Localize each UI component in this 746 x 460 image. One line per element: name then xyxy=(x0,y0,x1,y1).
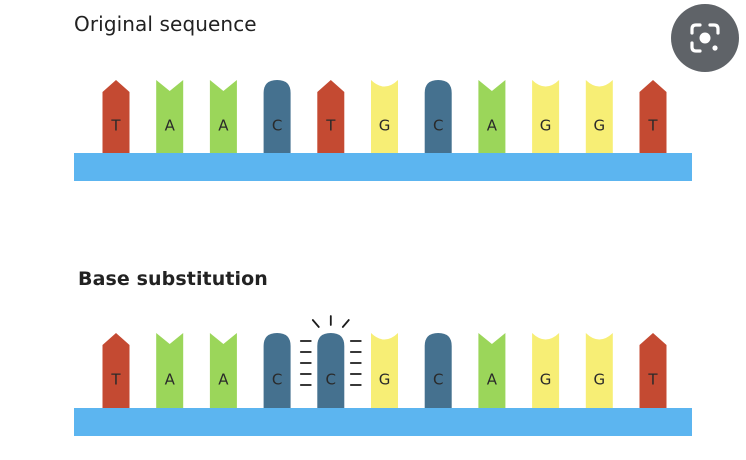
original-base-6 xyxy=(371,80,398,166)
substitution-base-6 xyxy=(371,333,398,421)
original-base-label-7: C xyxy=(433,117,443,135)
original-base-10 xyxy=(585,80,613,166)
original-base-5 xyxy=(317,80,345,166)
substitution-base-label-7: C xyxy=(433,371,443,389)
substitution-backbone xyxy=(74,408,692,436)
original-sequence-title: Original sequence xyxy=(74,12,257,36)
substitution-base-label-8: A xyxy=(487,371,498,389)
burst-ray-3 xyxy=(341,319,350,328)
lens-search-button[interactable] xyxy=(671,4,739,72)
substitution-base-label-6: G xyxy=(379,371,391,389)
original-base-8 xyxy=(478,80,506,166)
original-base-label-8: A xyxy=(487,117,498,135)
substitution-base-7 xyxy=(424,333,452,421)
substitution-base-label-5: C xyxy=(326,371,336,389)
substitution-base-11 xyxy=(639,333,667,421)
original-base-11 xyxy=(639,80,667,166)
substitution-base-2 xyxy=(156,333,184,421)
base-substitution-title: Base substitution xyxy=(78,268,268,290)
original-base-7 xyxy=(424,80,452,166)
substitution-base-3 xyxy=(209,333,237,421)
original-base-label-4: C xyxy=(272,117,282,135)
substitution-base-label-9: G xyxy=(540,371,552,389)
original-base-label-3: A xyxy=(218,117,229,135)
original-base-label-5: T xyxy=(325,117,336,135)
original-base-label-9: G xyxy=(540,117,552,135)
original-base-label-10: G xyxy=(593,117,605,135)
original-base-3 xyxy=(209,80,237,166)
substitution-base-label-11: T xyxy=(647,371,658,389)
substitution-base-4 xyxy=(263,333,291,421)
original-base-label-1: T xyxy=(110,117,121,135)
burst-ray-1 xyxy=(311,319,320,328)
substitution-base-10 xyxy=(585,333,613,421)
original-base-label-6: G xyxy=(379,117,391,135)
substitution-base-5 xyxy=(317,333,345,421)
original-base-9 xyxy=(532,80,560,166)
substitution-base-1 xyxy=(102,333,130,421)
substitution-base-label-1: T xyxy=(110,371,121,389)
substitution-base-label-3: A xyxy=(218,371,229,389)
original-base-label-2: A xyxy=(165,117,176,135)
original-base-4 xyxy=(263,80,291,166)
original-base-1 xyxy=(102,80,130,166)
substitution-base-label-2: A xyxy=(165,371,176,389)
substitution-base-9 xyxy=(532,333,560,421)
google-lens-icon xyxy=(690,23,720,53)
original-base-2 xyxy=(156,80,184,166)
substitution-base-label-4: C xyxy=(272,371,282,389)
substitution-base-8 xyxy=(478,333,506,421)
substitution-highlight-burst xyxy=(299,315,362,386)
original-backbone xyxy=(74,153,692,181)
original-base-label-11: T xyxy=(647,117,658,135)
substitution-base-label-10: G xyxy=(593,371,605,389)
